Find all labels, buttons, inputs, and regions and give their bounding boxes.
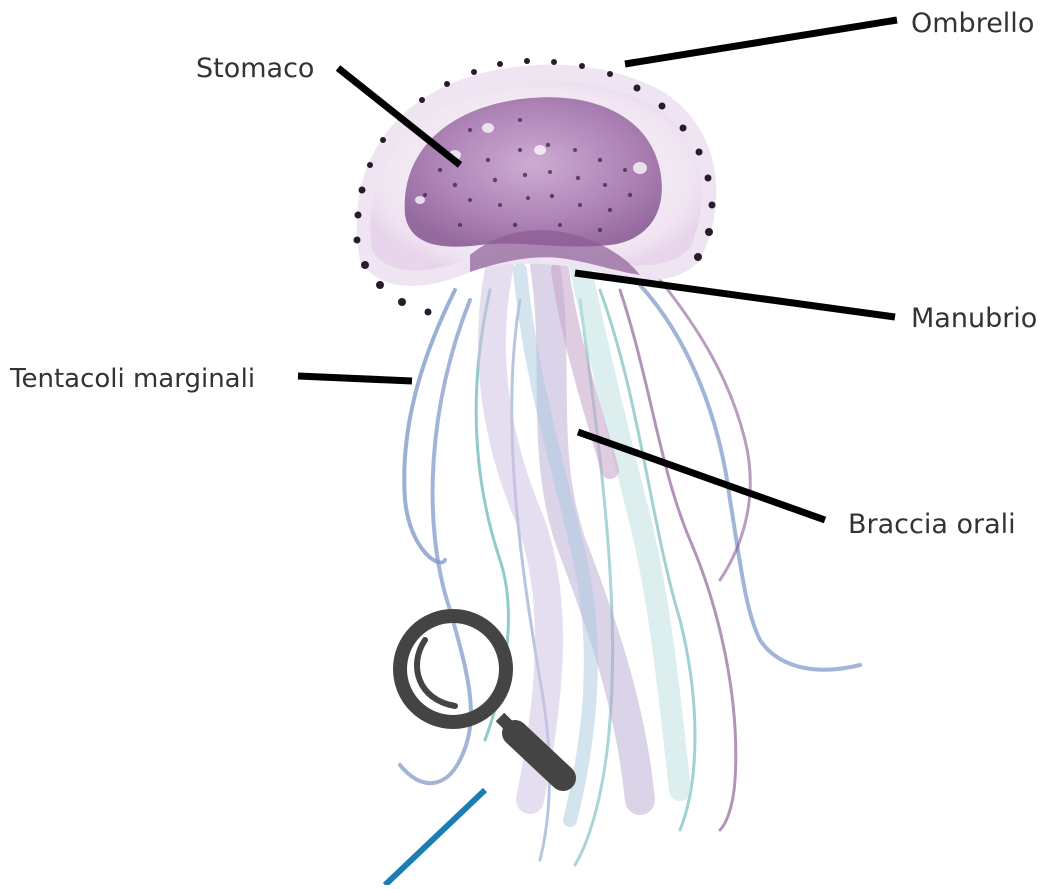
manubrium-label: Manubrio — [911, 305, 1037, 332]
stomach-label: Stomaco — [196, 55, 314, 82]
pointer-line — [385, 790, 485, 885]
umbrella-label: Ombrello — [911, 10, 1034, 37]
umbrella-leader-line — [625, 20, 897, 64]
marginal-tentacles-leader-line — [298, 376, 412, 381]
oral-arms-label: Braccia orali — [848, 511, 1016, 538]
marginal-tentacles-label: Tentacoli marginali — [10, 366, 255, 392]
